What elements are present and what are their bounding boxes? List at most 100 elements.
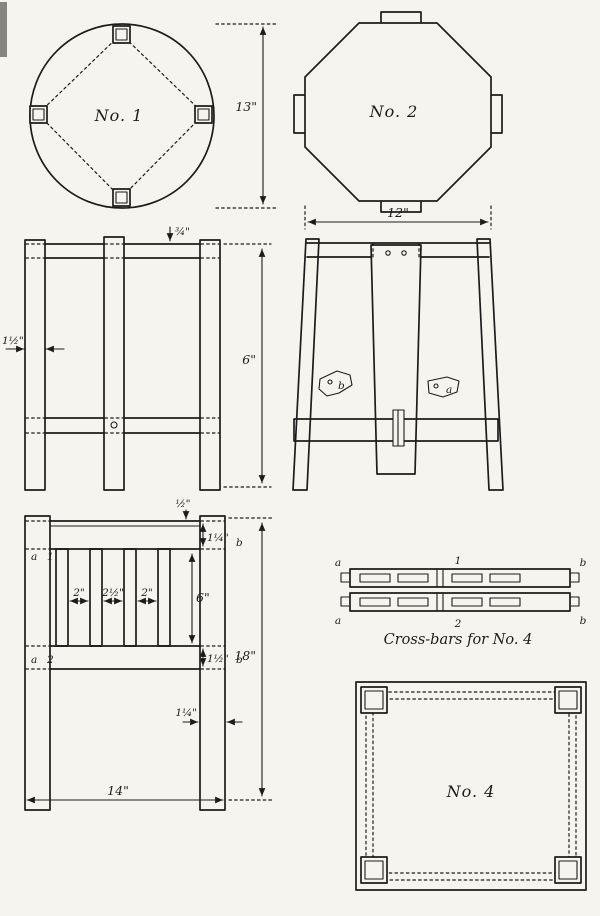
leg (199, 239, 221, 491)
plan-no2: No. 2 (293, 11, 503, 213)
slat-tenon-hidden-lines (372, 242, 420, 258)
screw-hole (401, 250, 407, 256)
wedge-key-b (318, 370, 353, 397)
dim-gap2-label: 2½" (101, 587, 124, 599)
dim-14-label: 14" (107, 783, 129, 798)
crossbar2-number: 2 (454, 618, 462, 630)
dim-18-label: 18" (234, 648, 256, 663)
wedge-key-a (427, 376, 460, 398)
scan-artifact-mark (0, 2, 7, 57)
leg (24, 239, 46, 491)
leg-section-inner (558, 860, 578, 880)
top-rail-lines (44, 243, 201, 259)
leg-section-left (29, 105, 48, 124)
leg (476, 238, 504, 491)
dim-gap3-label: 2" (140, 587, 153, 599)
leg-section-inner (558, 690, 578, 710)
dim-height-label: 6" (242, 352, 256, 367)
lower-rail-hidden-lines (25, 645, 225, 670)
crossbar2-letter-a: a (335, 615, 341, 627)
mortise-slot (359, 597, 391, 607)
center-slat (370, 244, 422, 475)
crossbar2-letter-b: b (580, 615, 587, 627)
tenon-end (340, 572, 351, 583)
crossbars-detail: a 1 b a 2 b Cross-bars for No. 4 (335, 555, 587, 648)
slat (157, 548, 171, 647)
dim-lower-rail-label: 1½" (207, 653, 229, 665)
plan-no4-label: No. 4 (446, 782, 496, 801)
mortise-slot (359, 573, 391, 583)
octagon-top-outline (304, 22, 492, 202)
part-letter-a2: a (31, 654, 37, 666)
slat (123, 548, 137, 647)
square-top-outline (355, 681, 587, 891)
leg-section-inner (364, 690, 384, 710)
part-letter-b-bottom: b (236, 654, 243, 666)
dim-panel-height-label: 6" (196, 590, 210, 605)
part-letter-a1: a (31, 551, 37, 563)
leg-section-top-inner (115, 28, 128, 41)
halflap-marks (436, 568, 444, 588)
dim-13-label: 13" (235, 99, 257, 114)
wedge-key-b-label: b (338, 380, 345, 392)
leg-section-left-inner (32, 108, 45, 121)
crossbar1-letter-b: b (580, 557, 587, 569)
dim-leg-width-label: 1½" (2, 335, 24, 347)
dim-rail-thickness-label: ¾" (175, 226, 190, 238)
dim-leg4-width-label: 1¼" (175, 707, 197, 719)
mortise-slot (397, 573, 429, 583)
mortise-slot (397, 597, 429, 607)
dim-12: 12" (304, 205, 492, 230)
mortise-slot (489, 597, 521, 607)
dim-top-rail-label: 1¼" (207, 532, 229, 544)
dim-overhang-label: ½" (175, 498, 190, 510)
hidden-edge-line (365, 691, 577, 881)
mortise-slot (451, 573, 483, 583)
part-number-1: 1 (47, 551, 54, 563)
top-rail-lines (49, 520, 201, 550)
part-letter-b-top: b (236, 537, 243, 549)
mortise-slot (451, 597, 483, 607)
leg (292, 238, 320, 491)
tenon-end (569, 572, 580, 583)
plan-no4: No. 4 (355, 681, 587, 891)
stretcher-lines (44, 417, 201, 434)
crossbars-caption: Cross-bars for No. 4 (384, 632, 533, 648)
tenon-end (340, 596, 351, 607)
elevation-no4-front: 2" 2½" 2" a 1 a 2 b b ½" 1¼" 6" 1½" 18" … (24, 498, 274, 811)
mortise-slot (489, 573, 521, 583)
leg-section-top (112, 25, 131, 44)
wedge-key-hole (327, 379, 333, 385)
tenon-end (569, 596, 580, 607)
slat (89, 548, 103, 647)
leg-section-bottom-inner (115, 191, 128, 204)
leg-section-right (194, 105, 213, 124)
elevation-no2-side: b a (292, 238, 504, 491)
plan-no1: No. 1 (29, 23, 215, 209)
leg-section-bottom (112, 188, 131, 207)
slat (55, 548, 69, 647)
leg-section-inner (364, 860, 384, 880)
crossbar1-letter-a: a (335, 557, 341, 569)
halflap-marks (436, 592, 444, 612)
dim-13: 13" (215, 23, 278, 209)
crossbar-2 (349, 592, 571, 612)
wedge-key-hole (433, 383, 439, 389)
plan-no2-label: No. 2 (369, 102, 419, 121)
wedge-key-a-label: a (446, 384, 452, 396)
lower-rail-lines (49, 645, 201, 670)
dim-gap1-label: 2" (72, 587, 85, 599)
leg-section-right-inner (197, 108, 210, 121)
plan-no1-label: No. 1 (94, 106, 144, 125)
top-rail-hidden-lines (25, 520, 225, 550)
crossbar1-number: 1 (455, 555, 462, 567)
screw-hole (385, 250, 391, 256)
dowel-hole (110, 421, 118, 429)
dim-12-label: 12" (387, 205, 409, 220)
elevation-no1-front: 1½" ¾" 6" (2, 226, 272, 491)
crossbar-1 (349, 568, 571, 588)
hidden-edge-line (372, 698, 570, 874)
part-number-2: 2 (46, 654, 54, 666)
